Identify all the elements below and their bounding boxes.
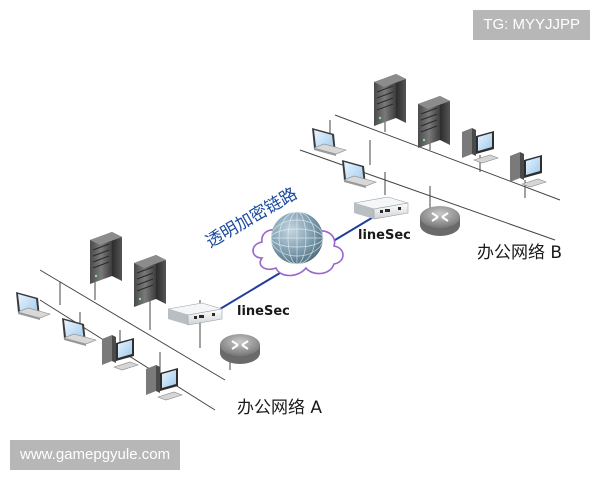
server-icon — [89, 231, 123, 285]
laptop-icon — [15, 291, 51, 321]
server-icon — [417, 95, 451, 149]
router-icon — [419, 205, 461, 237]
device-label-a: lineSec — [237, 304, 290, 319]
laptop-icon — [341, 159, 377, 189]
office-b-label: 办公网络 B — [477, 243, 562, 263]
globe-icon — [270, 211, 324, 265]
server-icon — [373, 73, 407, 127]
laptop-icon — [311, 127, 347, 157]
device-label-b: lineSec — [358, 228, 411, 243]
watermark-badge-bottom: www.gamepgyule.com — [10, 440, 181, 470]
office-a-label: 办公网络 A — [237, 398, 322, 418]
encryptor-device-icon — [167, 302, 223, 326]
workstation-icon — [509, 151, 547, 188]
server-icon — [133, 254, 167, 308]
router-icon — [219, 333, 261, 365]
workstation-icon — [145, 364, 183, 401]
encryptor-device-icon — [353, 196, 409, 220]
watermark-badge-top: TG: MYYJJPP — [473, 10, 590, 40]
